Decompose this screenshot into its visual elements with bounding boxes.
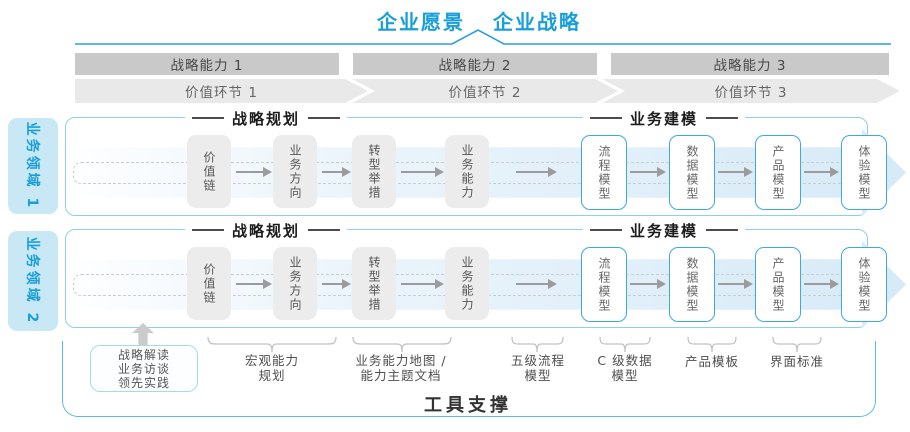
business-capability-box: 业务能力 (445, 135, 489, 208)
experience-model-box: 体验模型 (841, 135, 887, 210)
flow-arrow-icon (236, 278, 272, 289)
brace-icon (352, 336, 452, 353)
practice-annotation-box: 战略解读 业务访谈 领先实践 (90, 345, 198, 392)
strategic-planning-label: 战略规划 (231, 221, 301, 240)
data-model-box: 数据模型 (669, 247, 715, 322)
macro-capability-annotation: 宏观能力 规划 (244, 353, 300, 383)
capability-bar-3: 战略能力 3 (611, 53, 889, 75)
title-dash-icon (191, 229, 224, 231)
flow-arrow-icon (718, 166, 753, 177)
process-model-box: 流程模型 (581, 247, 627, 322)
flow-arrow-icon (718, 278, 753, 289)
data-model-annotation: C 级数据 模型 (597, 353, 653, 383)
value-chain-box: 价值链 (187, 135, 231, 208)
flow-arrow-icon (630, 166, 666, 177)
ui-standard-annotation: 界面标准 (769, 354, 825, 369)
strategic-planning-title: 战略规划 (184, 219, 348, 241)
strategic-planning-label: 战略规划 (231, 109, 301, 128)
flow-arrow-icon (516, 166, 557, 177)
flow-arrow-icon (322, 166, 351, 177)
domain-label-1-text: 业务领域 1 (24, 121, 40, 211)
tool-support-label: 工具支撑 (424, 395, 512, 416)
flow-arrow-icon (516, 278, 557, 289)
value-link-chevron-1: 价值环节 1 (75, 79, 368, 103)
title-dash-icon (589, 229, 622, 231)
flow-arrow-icon (236, 166, 272, 177)
product-template-annotation: 产品模板 (684, 354, 740, 369)
flow-arrow-icon (804, 166, 839, 177)
title-dash-icon (706, 229, 739, 231)
value-link-chevron-2: 价值环节 2 (352, 79, 618, 103)
process-model-annotation: 五级流程 模型 (510, 353, 566, 383)
flow-arrow-icon (630, 278, 666, 289)
flow-arrow-icon (804, 278, 839, 289)
domain-band-2: 战略规划 业务建模 价值链 业务方向 转型举措 业务能力 流程模型 数据模型 产… (65, 219, 868, 328)
capability-map-annotation: 业务能力地图 / 能力主题文档 (355, 353, 447, 383)
enterprise-vision-title: 企业愿景 (377, 10, 465, 34)
brace-icon (599, 336, 651, 353)
capability-bar-2: 战略能力 2 (353, 53, 597, 75)
domain-label-2: 业务领域 2 (8, 231, 58, 331)
transformation-initiatives-box: 转型举措 (352, 247, 396, 320)
brace-icon (687, 336, 737, 353)
domain-band-1: 战略规划 业务建模 价值链 业务方向 转型举措 业务能力 流程模型 数据模型 产… (65, 107, 868, 216)
business-modeling-label: 业务建模 (629, 109, 699, 128)
brace-icon (772, 336, 822, 353)
enterprise-strategy-title: 企业战略 (493, 10, 581, 34)
title-dash-icon (308, 117, 341, 119)
business-direction-box: 业务方向 (273, 135, 317, 208)
brace-icon (207, 336, 337, 353)
experience-model-box: 体验模型 (841, 247, 887, 322)
capability-bar-1: 战略能力 1 (75, 53, 339, 75)
brace-icon (511, 336, 564, 353)
process-model-box: 流程模型 (581, 135, 627, 210)
title-dash-icon (191, 117, 224, 119)
domain-label-2-text: 业务领域 2 (24, 236, 40, 326)
business-modeling-title: 业务建模 (582, 219, 746, 241)
peak-divider-line (75, 29, 891, 45)
flow-arrow-icon (322, 278, 351, 289)
value-link-chevron-3: 价值环节 3 (602, 79, 900, 103)
business-capability-box: 业务能力 (445, 247, 489, 320)
domain-label-1: 业务领域 1 (8, 118, 58, 214)
data-model-box: 数据模型 (669, 135, 715, 210)
product-model-box: 产品模型 (755, 247, 801, 322)
flow-arrow-icon (401, 278, 444, 289)
title-dash-icon (706, 117, 739, 119)
value-chain-box: 价值链 (187, 247, 231, 320)
title-dash-icon (589, 117, 622, 119)
business-modeling-title: 业务建模 (582, 107, 746, 129)
strategic-planning-title: 战略规划 (184, 107, 348, 129)
product-model-box: 产品模型 (755, 135, 801, 210)
tool-support-container (62, 341, 876, 417)
business-modeling-label: 业务建模 (629, 221, 699, 240)
transformation-initiatives-box: 转型举措 (352, 135, 396, 208)
title-dash-icon (308, 229, 341, 231)
flow-arrow-icon (401, 166, 444, 177)
business-direction-box: 业务方向 (273, 247, 317, 320)
